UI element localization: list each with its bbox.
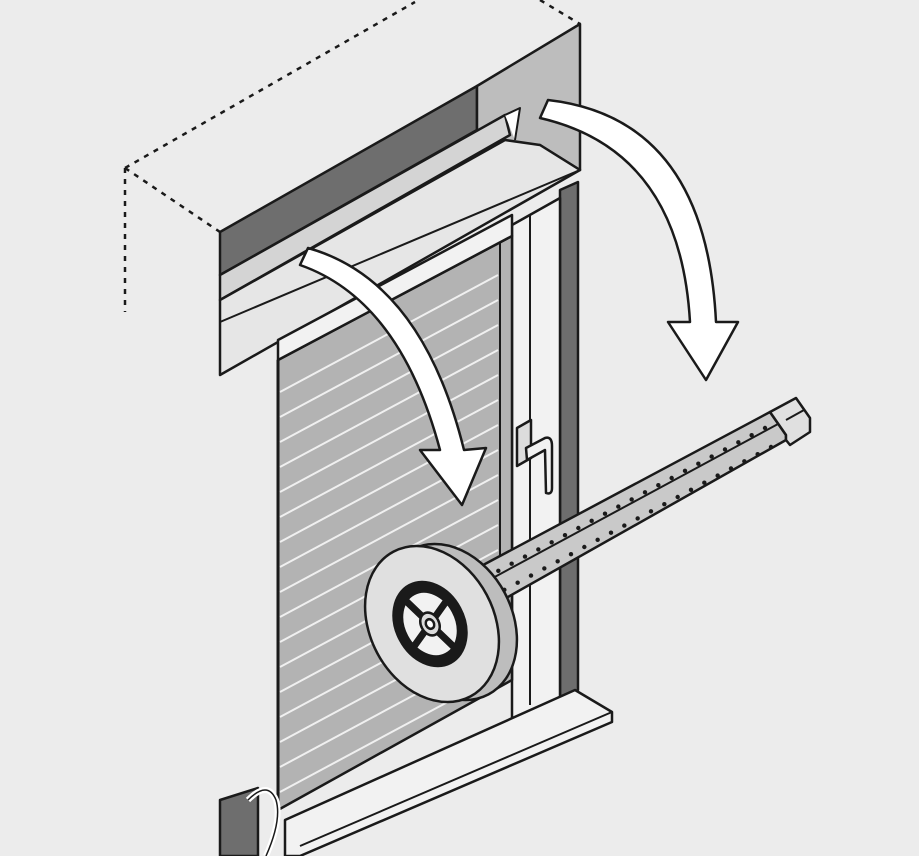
axle-hole — [589, 518, 594, 524]
axle-hole — [582, 544, 587, 550]
axle-hole — [576, 525, 581, 531]
axle-hole — [768, 444, 774, 450]
belt-winder-icon — [218, 786, 281, 856]
axle-hole — [642, 490, 648, 495]
axle-hole — [515, 580, 520, 585]
axle-hole — [662, 501, 667, 507]
axle-hole — [648, 509, 654, 514]
axle-hole — [749, 432, 754, 438]
curtain-slat-line — [279, 349, 499, 468]
axle-hole — [595, 537, 600, 543]
axle-hole — [755, 451, 760, 457]
axle-hole — [536, 547, 541, 552]
axle-hole — [742, 459, 747, 464]
curtain-slat-line — [279, 324, 499, 443]
shutter-box — [218, 22, 582, 377]
curtain-slat-line — [279, 374, 499, 493]
window-sill — [283, 688, 614, 856]
axle-hole — [682, 468, 688, 474]
axle-hole — [669, 475, 674, 481]
axle-hole — [656, 482, 661, 488]
curved-arrow-down-icon — [298, 246, 488, 507]
shutter-axle — [468, 396, 812, 608]
axle-hole — [602, 511, 608, 516]
axle-hole — [762, 425, 768, 431]
box-inner-shelf — [218, 113, 512, 302]
axle-hole — [568, 551, 574, 557]
curtain-slat-line — [279, 299, 499, 418]
axle-hole — [728, 466, 734, 471]
axle-end-cap — [768, 396, 812, 447]
axle-hole — [562, 532, 568, 538]
dashed-cavity-outline — [123, 0, 581, 312]
frame-right-edge — [558, 180, 580, 700]
curtain-slat-line — [279, 399, 499, 518]
axle-hole — [522, 554, 528, 559]
axle-hole — [622, 523, 627, 528]
box-lip — [218, 138, 582, 377]
axle-hole — [688, 487, 694, 493]
axle-hole — [715, 473, 720, 478]
axle-hole — [722, 447, 728, 452]
axle-hole — [549, 540, 554, 545]
axle-hole — [675, 494, 680, 500]
axle-hole — [629, 497, 634, 502]
axle-hole — [709, 454, 714, 459]
axle-hole — [616, 504, 621, 509]
axle-hole — [736, 440, 741, 445]
window-handle-icon — [515, 418, 554, 495]
axle-hole — [496, 568, 501, 574]
axle-hole — [528, 573, 534, 578]
axle-hole — [509, 561, 514, 566]
axle-hole — [608, 530, 614, 535]
axle-hole — [555, 559, 560, 564]
axle-hole — [696, 461, 701, 466]
window-frame — [283, 180, 614, 856]
belt-pulley — [363, 542, 519, 704]
axle-hole — [635, 516, 640, 521]
axle-hole — [702, 480, 707, 485]
curved-arrow-down-icon — [538, 98, 740, 382]
axle-hole — [542, 566, 547, 571]
